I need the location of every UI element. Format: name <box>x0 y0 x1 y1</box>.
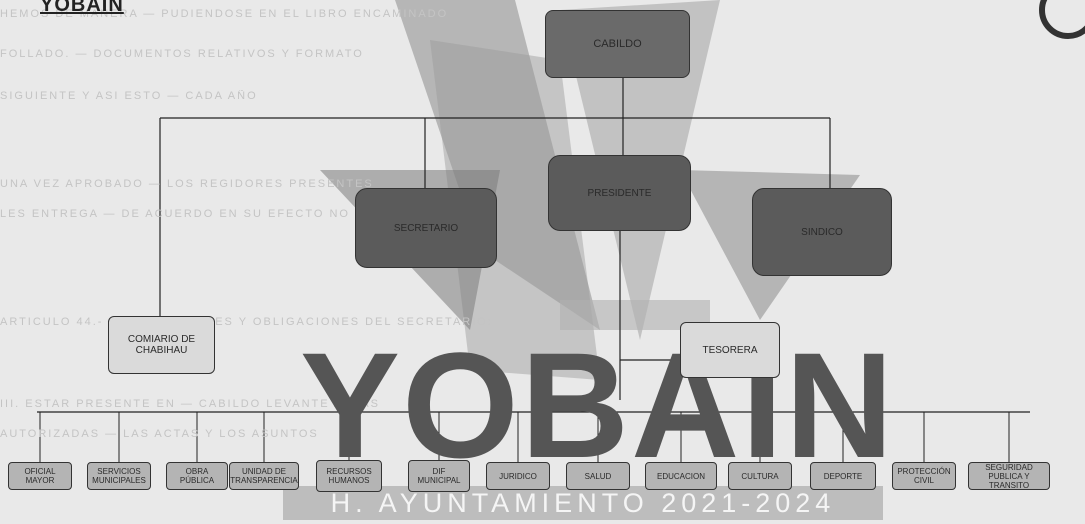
background-text-line: III. ESTAR PRESENTE EN — CABILDO LEVANTE… <box>0 398 380 410</box>
page-title: YOBAIN <box>40 0 124 16</box>
node-tesorera[interactable]: TESORERA <box>680 322 780 378</box>
corner-emblem <box>1039 0 1085 39</box>
subtitle-banner: H. AYUNTAMIENTO 2021-2024 <box>283 486 883 520</box>
background-text-line: UNA VEZ APROBADO — LOS REGIDORES PRESENT… <box>0 178 374 190</box>
node-presidente[interactable]: PRESIDENTE <box>548 155 691 231</box>
node-comisario[interactable]: COMIARIO DE CHABIHAU <box>108 316 215 374</box>
background-text-line: LES ENTREGA — DE ACUERDO EN SU EFECTO NO… <box>0 208 419 220</box>
connectors <box>37 78 1030 413</box>
logo-shape-left <box>395 0 600 330</box>
logo-wordmark: YOBAIN <box>300 321 896 489</box>
department-box[interactable]: SERVICIOS MUNICIPALES <box>87 462 151 490</box>
background-text-line: HEMOS DE MANERA — PUDIENDOSE EN EL LIBRO… <box>0 8 449 20</box>
node-sindico[interactable]: SINDICO <box>752 188 892 276</box>
department-box[interactable]: EDUCACION <box>645 462 717 490</box>
background-text-line: SIGUIENTE Y ASI ESTO — CADA AÑO <box>0 90 258 102</box>
department-box[interactable]: OBRA PÚBLICA <box>166 462 228 490</box>
department-box[interactable]: OFICIAL MAYOR <box>8 462 72 490</box>
department-box[interactable]: SALUD <box>566 462 630 490</box>
department-box[interactable]: SEGURIDAD PUBLICA Y TRANSITO <box>968 462 1050 490</box>
node-cabildo[interactable]: CABILDO <box>545 10 690 78</box>
department-box[interactable]: DIF MUNICIPAL <box>408 460 470 492</box>
background-text-line: AUTORIZADAS — LAS ACTAS Y LOS ASUNTOS <box>0 428 319 440</box>
background-text-line: FOLLADO. — DOCUMENTOS RELATIVOS Y FORMAT… <box>0 48 364 60</box>
department-box[interactable]: RECURSOS HUMANOS <box>316 460 382 492</box>
department-box[interactable]: UNIDAD DE TRANSPARENCIA <box>229 462 299 490</box>
department-box[interactable]: PROTECCIÓN CIVIL <box>892 462 956 490</box>
node-secretario[interactable]: SECRETARIO <box>355 188 497 268</box>
department-box[interactable]: JURIDICO <box>486 462 550 490</box>
department-box[interactable]: CULTURA <box>728 462 792 490</box>
department-box[interactable]: DEPORTE <box>810 462 876 490</box>
